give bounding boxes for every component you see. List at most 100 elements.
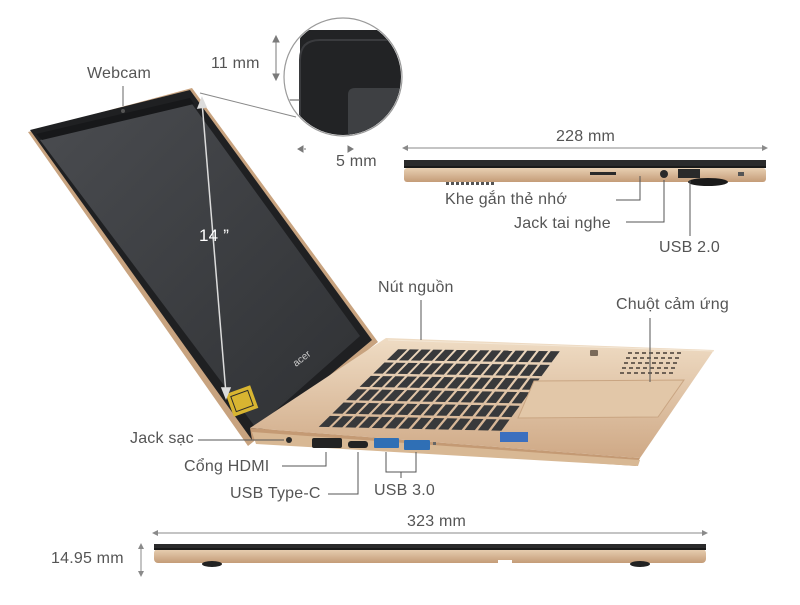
keyboard-key [482,350,502,362]
keyboard-key [477,419,497,431]
grille-hole [673,362,677,364]
keyboard [318,349,560,431]
keyboard-key [509,378,528,390]
keyboard-key [358,389,380,401]
keyboard-key [530,350,549,363]
headphone-jack-label: Jack tai nghe [514,215,611,232]
keyboard-key [491,419,510,431]
keyboard-key [397,403,418,415]
grille-hole [643,367,647,369]
keyboard-key [422,349,443,361]
charging-port [286,437,292,443]
usb2-port [678,169,700,178]
keyboard-key [459,377,479,389]
palmrest-sticker [500,432,528,442]
vent-slot [491,182,494,185]
grille-hole [677,352,681,354]
vent-slot [446,182,449,185]
usb3-port-2 [404,440,430,450]
grille-hole [666,362,670,364]
keyboard-key [423,404,443,416]
keyboard-key [384,389,405,402]
keyboard-key [436,404,456,416]
keyboard-key [434,363,454,375]
keyboard-key [434,349,455,361]
grille-hole [670,352,674,354]
keyboard-key [473,391,493,403]
usb-type-c-label: USB Type-C [230,485,321,502]
keyboard-key [542,351,560,363]
vent-slot [476,182,479,185]
keyboard-key [373,362,394,374]
keyboard-key [372,376,393,388]
keyboard-key [460,391,480,403]
keyboard-key [359,375,381,387]
keyboard-key [385,362,406,374]
keyboard-key [470,363,490,376]
front-view [138,530,708,577]
grille-hole [645,362,649,364]
keyboard-key [507,364,526,376]
keyboard-key [345,416,367,428]
keyboard-key [386,349,408,361]
keyboard-key [519,364,538,376]
grille-hole [628,352,632,354]
keyboard-key [345,389,367,401]
grille-hole [642,352,646,354]
keyboard-key [424,418,445,430]
keyboard-key [532,364,550,377]
vent-slot [481,182,484,185]
usb2-label: USB 2.0 [659,239,720,256]
keyboard-key [409,390,430,402]
bezel-height-label: 11 mm [211,55,260,72]
keyboard-key [506,350,525,362]
vent-slot [451,182,454,185]
side-view-leaders [616,176,691,236]
keyboard-key [358,416,380,428]
power-button-label: Nút nguồn [378,279,454,296]
side-vent [446,182,494,185]
keyboard-key [318,415,341,428]
keyboard-key [396,390,417,402]
keyboard-key [446,377,467,389]
grille-hole [675,357,679,359]
webcam-label: Webcam [87,65,152,82]
grille-hole [636,367,640,369]
grille-hole [655,372,659,374]
keyboard-key [371,403,392,415]
grille-hole [657,367,661,369]
keyboard-key [451,418,471,430]
depth-label: 228 mm [556,128,615,145]
keyboard-key [385,417,406,429]
keyboard-key [495,364,514,376]
keyboard-key [332,402,354,414]
webcam-lens [121,109,125,113]
intel-sticker [225,385,259,417]
keyboard-key [434,377,454,389]
keyboard-key [411,417,432,430]
keyboard-key [371,416,393,429]
keyboard-key [458,350,478,362]
grille-hole [664,367,668,369]
keyboard-key [409,363,430,375]
keyboard-key [422,363,442,375]
usb3-port-1 [374,438,399,448]
keyboard-key [518,350,537,363]
side-ports [286,437,436,450]
keyboard-key [449,404,469,417]
keyboard-key [384,403,405,415]
touchpad [517,379,685,419]
usb3-label: USB 3.0 [374,482,435,499]
grille-hole [669,372,673,374]
keyboard-key [484,377,503,390]
keyboard-key [470,350,490,362]
grille-hole [635,352,639,354]
grille-hole [626,357,630,359]
thickness-label: 14.95 mm [51,550,124,567]
charging-jack-label: Jack sạc [130,430,194,447]
keyboard-key [471,377,491,389]
keyboard-key [511,392,530,404]
keyboard-key [358,403,380,415]
